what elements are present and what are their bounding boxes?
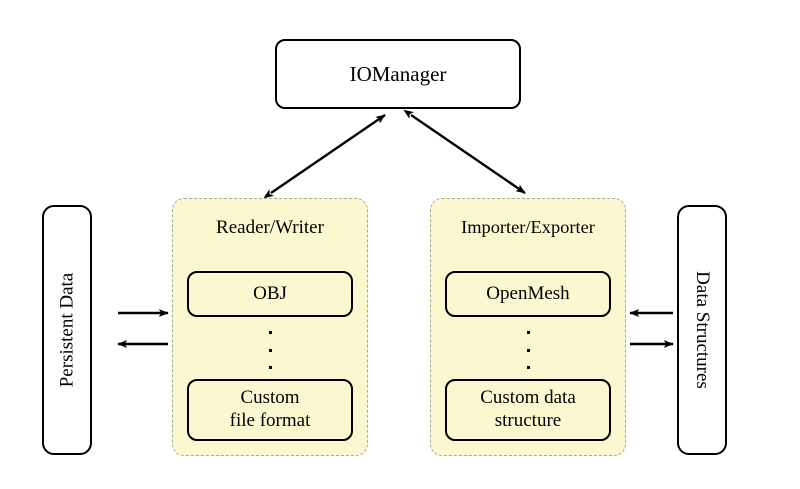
panel-importer-exporter: Importer/Exporter OpenMesh Custom data s…	[430, 198, 626, 456]
ellipsis-dot	[526, 331, 530, 334]
panel-reader-writer-title: Reader/Writer	[216, 217, 324, 238]
node-data-structures-label: Data Structures	[692, 271, 713, 389]
node-persistent-data[interactable]: Persistent Data	[42, 205, 92, 455]
ellipsis-dot	[526, 366, 530, 369]
ellipsis-dot	[268, 366, 272, 369]
ellipsis-reader-writer	[173, 331, 367, 369]
item-custom-file-format-line1: Custom	[240, 387, 300, 409]
item-custom-data-structure-line2: structure	[494, 410, 562, 431]
connector-iomanager-importerexporter	[403, 109, 526, 194]
ellipsis-importer-exporter	[431, 331, 625, 369]
item-obj-label: OBJ	[253, 282, 287, 304]
node-iomanager-label: IOManager	[349, 61, 447, 86]
panel-reader-writer: Reader/Writer OBJ Custom file format	[172, 198, 368, 456]
item-obj[interactable]: OBJ	[187, 271, 353, 317]
item-custom-data-structure-line1: Custom data	[480, 387, 576, 409]
item-custom-file-format-line2: file format	[229, 410, 311, 431]
node-iomanager[interactable]: IOManager	[275, 39, 521, 109]
item-openmesh[interactable]: OpenMesh	[445, 271, 611, 317]
node-persistent-data-label: Persistent Data	[56, 272, 78, 388]
node-data-structures[interactable]: Data Structures	[677, 205, 727, 455]
connector-iomanager-readerwriter	[263, 114, 386, 199]
item-custom-file-format[interactable]: Custom file format	[187, 379, 353, 441]
ellipsis-dot	[268, 331, 272, 334]
item-custom-data-structure[interactable]: Custom data structure	[445, 379, 611, 441]
ellipsis-dot	[526, 348, 530, 352]
panel-importer-exporter-title: Importer/Exporter	[461, 217, 595, 237]
ellipsis-dot	[268, 348, 272, 352]
item-openmesh-label: OpenMesh	[486, 282, 570, 304]
